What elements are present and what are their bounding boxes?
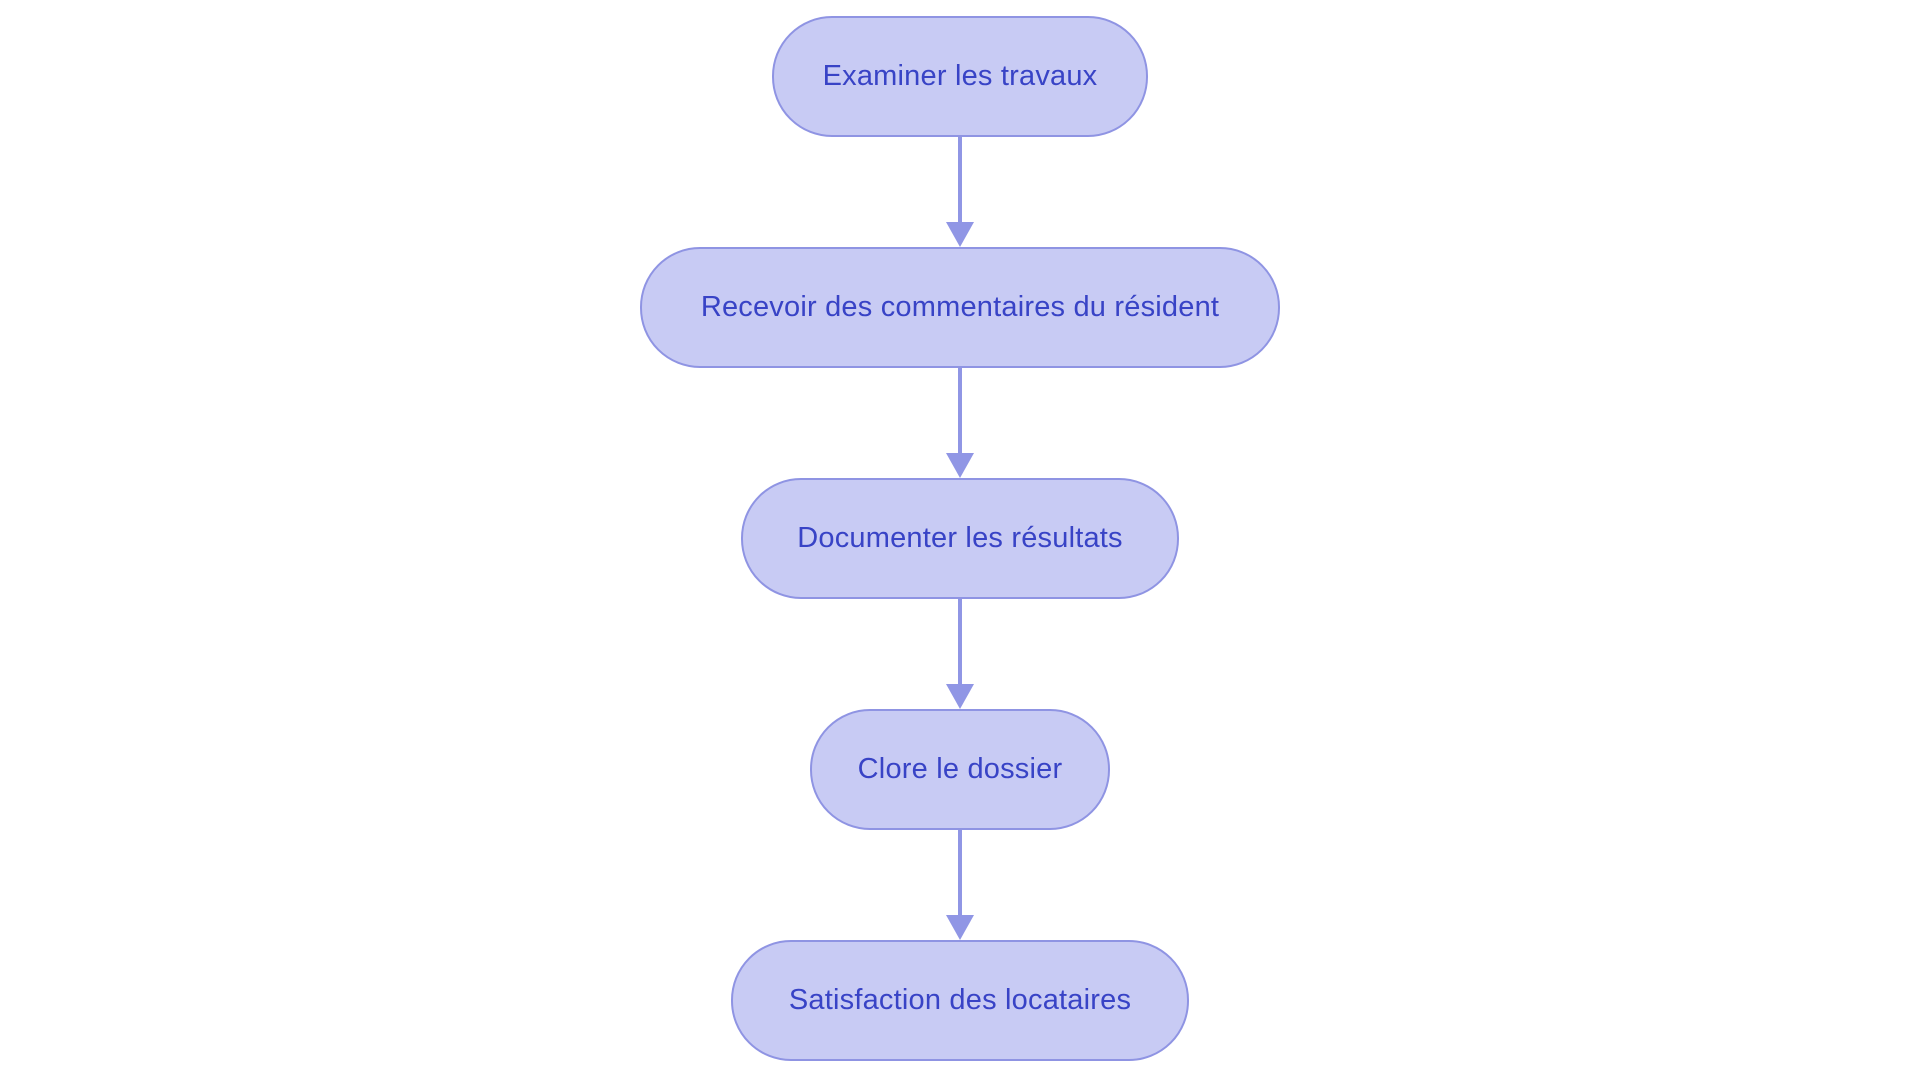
flow-node-satisfaction-des-locataires: Satisfaction des locataires	[731, 940, 1189, 1061]
flow-node-recevoir-des-commentaires: Recevoir des commentaires du résident	[640, 247, 1280, 368]
flowchart: Examiner les travaux Recevoir des commen…	[640, 16, 1280, 1061]
flow-node-documenter-les-resultats: Documenter les résultats	[741, 478, 1179, 599]
flow-node-label: Satisfaction des locataires	[788, 984, 1132, 1016]
arrow-shaft	[958, 137, 962, 222]
edge-n4-n5	[945, 830, 975, 940]
arrow-down-icon	[946, 222, 974, 247]
edge-n2-n3	[945, 368, 975, 478]
flow-node-label: Documenter les résultats	[797, 522, 1123, 554]
edge-n3-n4	[945, 599, 975, 709]
arrow-down-icon	[946, 453, 974, 478]
arrow-down-icon	[946, 915, 974, 940]
arrow-shaft	[958, 599, 962, 684]
edge-n1-n2	[945, 137, 975, 247]
arrow-down-icon	[946, 684, 974, 709]
flow-node-label: Recevoir des commentaires du résident	[700, 291, 1220, 323]
flow-node-clore-le-dossier: Clore le dossier	[810, 709, 1110, 830]
flow-node-label: Examiner les travaux	[822, 60, 1098, 92]
flow-node-examiner-les-travaux: Examiner les travaux	[772, 16, 1148, 137]
flow-node-label: Clore le dossier	[857, 753, 1063, 785]
arrow-shaft	[958, 830, 962, 915]
arrow-shaft	[958, 368, 962, 453]
